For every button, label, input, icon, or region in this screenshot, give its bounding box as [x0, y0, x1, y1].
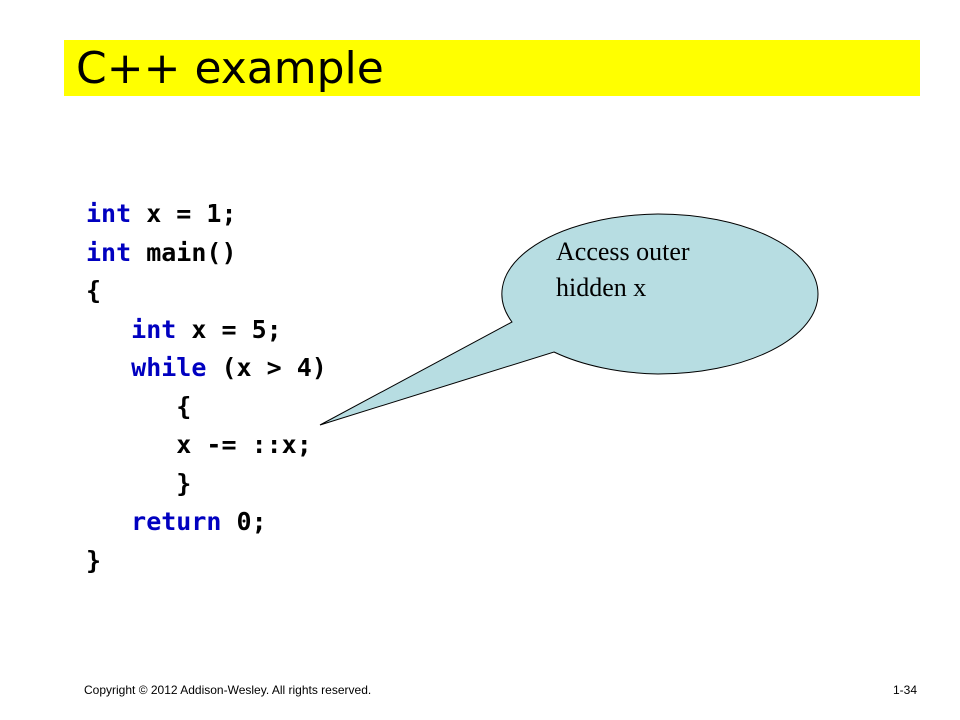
footer-page-number: 1-34: [893, 683, 918, 697]
code-block: int x = 1; int main() { int x = 5; while…: [86, 195, 327, 580]
code-line: {: [86, 272, 327, 311]
code-text: 0;: [221, 507, 267, 536]
code-line: int x = 1;: [86, 195, 327, 234]
code-text: (x > 4): [206, 353, 327, 382]
code-keyword: int: [86, 199, 132, 228]
callout-text-line: Access outer: [556, 237, 690, 266]
code-line: {: [86, 388, 327, 427]
code-keyword: return: [86, 507, 222, 536]
code-text: }: [86, 468, 192, 498]
callout-shape: [319, 213, 819, 426]
code-text: {: [86, 276, 102, 305]
code-text: x -= ::x;: [86, 430, 312, 459]
callout-text-line: hidden x: [556, 273, 647, 302]
code-text: }: [86, 545, 102, 575]
callout-text: Access outer hidden x: [556, 234, 690, 306]
slide-title: C++ example: [76, 43, 384, 94]
code-line: }: [86, 542, 327, 581]
code-text: x = 1;: [131, 199, 237, 228]
code-keyword: while: [86, 353, 207, 382]
code-text: {: [86, 391, 192, 421]
code-line: }: [86, 465, 327, 504]
code-line: int x = 5;: [86, 311, 327, 350]
code-keyword: int: [86, 237, 132, 267]
footer-copyright: Copyright © 2012 Addison-Wesley. All rig…: [84, 683, 372, 697]
code-line: x -= ::x;: [86, 426, 327, 465]
code-keyword: int: [86, 314, 177, 344]
code-line: return 0;: [86, 503, 327, 542]
code-text: x = 5;: [176, 314, 282, 344]
code-line: int main(): [86, 234, 327, 273]
code-text: main(): [131, 237, 237, 267]
code-line: while (x > 4): [86, 349, 327, 388]
title-bar: C++ example: [64, 40, 920, 96]
